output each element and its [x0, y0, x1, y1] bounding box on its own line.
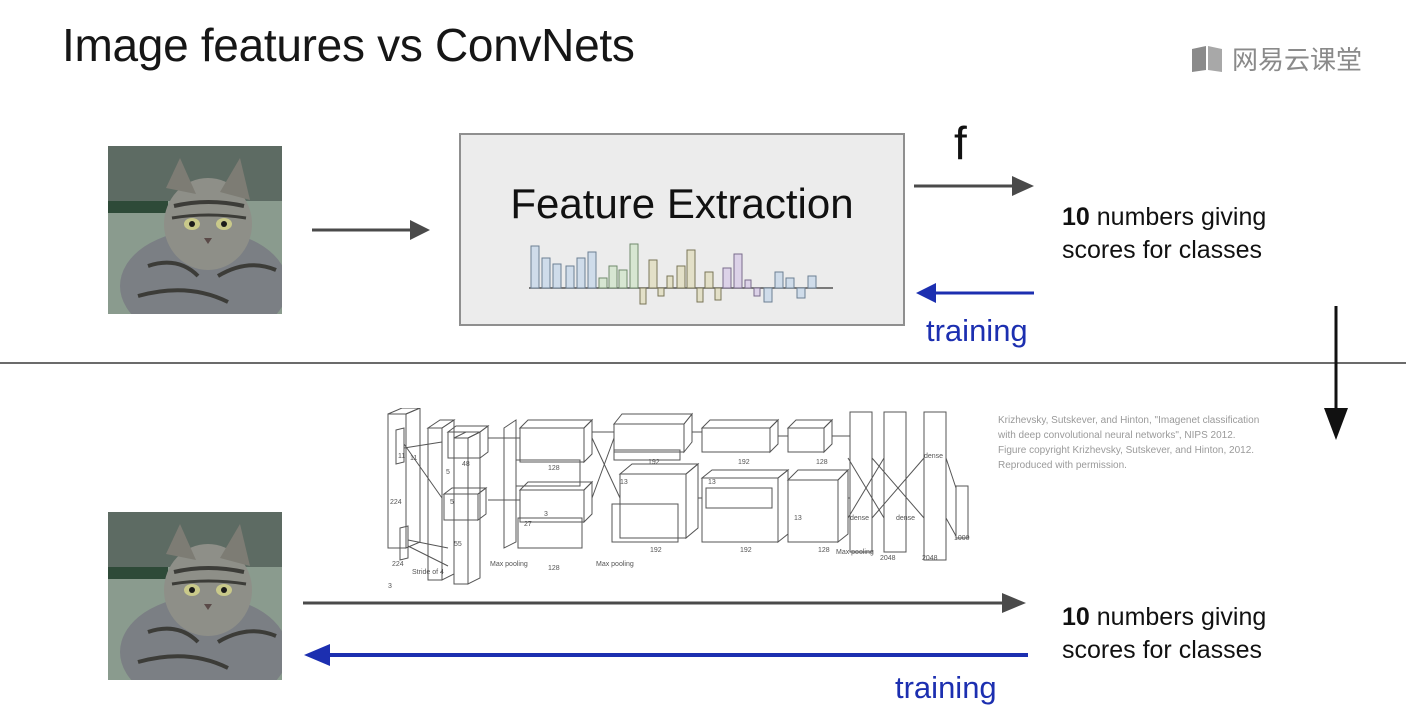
alexnet-label-55: 55	[454, 541, 462, 548]
section-divider	[0, 362, 1406, 364]
alexnet-label-2048-b: 2048	[922, 555, 938, 562]
alexnet-label-maxpool-a: Max pooling	[490, 561, 528, 568]
alexnet-label-11-b: 11	[410, 455, 417, 462]
watermark-text: 网易云课堂	[1232, 45, 1363, 75]
alexnet-label-13-c: 13	[794, 515, 802, 522]
citation-line: with deep convolutional neural networks"…	[998, 430, 1236, 441]
feature-histogram	[529, 243, 833, 305]
alexnet-label-2048-a: 2048	[880, 555, 896, 562]
alexnet-label-dense-c: dense	[896, 515, 915, 522]
alexnet-label-dense-a: dense	[924, 453, 943, 460]
scores-text-bottom: 10 numbers giving scores for classes	[1062, 601, 1266, 667]
cat-image-bottom	[108, 512, 282, 680]
scores-line1-top: numbers giving	[1089, 203, 1267, 231]
training-label-bottom: training	[895, 670, 997, 705]
alexnet-label-1000: 1000	[954, 535, 970, 542]
scores-text-top: 10 numbers giving scores for classes	[1062, 201, 1266, 267]
alexnet-label-224-b: 224	[392, 561, 404, 568]
arrow-convnet-forward	[303, 593, 1026, 613]
arrow-down	[1324, 306, 1348, 440]
alexnet-label-128-a: 128	[548, 465, 560, 472]
alexnet-label-128-c: 128	[548, 565, 560, 572]
slide-title: Image features vs ConvNets	[62, 19, 635, 71]
alexnet-architecture-figure: 224 224 11 11 5 5 3 3 48 128 192 192 128…	[387, 408, 970, 590]
feature-extraction-box: Feature Extraction	[459, 133, 905, 326]
alexnet-label-192-a: 192	[648, 459, 660, 466]
arrow-training-back-bottom	[304, 644, 1028, 666]
citation-line: Reproduced with permission.	[998, 460, 1127, 471]
alexnet-label-3-a: 3	[388, 583, 392, 590]
alexnet-label-5-a: 5	[446, 469, 450, 476]
alexnet-label-stride: Stride of 4	[412, 569, 444, 576]
scores-line2-bottom: scores for classes	[1062, 636, 1263, 664]
scores-count-bottom: 10	[1062, 603, 1090, 631]
scores-count-top: 10	[1062, 203, 1090, 231]
alexnet-label-224-a: 224	[390, 499, 402, 506]
citation-line: Krizhevsky, Sutskever, and Hinton, "Imag…	[998, 415, 1260, 426]
arrow-training-back-top	[916, 283, 1034, 303]
function-f-label: f	[954, 117, 967, 169]
alexnet-label-3-b: 3	[544, 511, 548, 518]
arrow-features-to-scores	[914, 176, 1034, 196]
alexnet-label-maxpool-c: Max pooling	[836, 549, 874, 556]
alexnet-label-11-a: 11	[398, 453, 405, 460]
alexnet-label-192-b: 192	[738, 459, 750, 466]
alexnet-label-48: 48	[462, 461, 470, 468]
citation-line: Figure copyright Krizhevsky, Sutskever, …	[998, 445, 1255, 456]
alexnet-label-13-b: 13	[708, 479, 716, 486]
scores-line1-bottom: numbers giving	[1089, 603, 1267, 631]
book-icon	[1192, 45, 1222, 72]
alexnet-label-192-c: 192	[650, 547, 662, 554]
alexnet-label-128-d: 128	[818, 547, 830, 554]
alexnet-label-27: 27	[524, 521, 532, 528]
figure-citation: Krizhevsky, Sutskever, and Hinton, "Imag…	[998, 413, 1298, 473]
alexnet-label-128-b: 128	[816, 459, 828, 466]
alexnet-label-dense-b: dense	[850, 515, 869, 522]
alexnet-label-5-b: 5	[450, 499, 454, 506]
training-label-top: training	[926, 313, 1028, 348]
alexnet-label-13-a: 13	[620, 479, 628, 486]
feature-extraction-label: Feature Extraction	[510, 180, 854, 227]
alexnet-label-maxpool-b: Max pooling	[596, 561, 634, 568]
arrow-image-to-features	[312, 220, 430, 240]
watermark: 网易云课堂	[1190, 40, 1362, 77]
scores-line2-top: scores for classes	[1062, 236, 1263, 264]
cat-image-top	[108, 146, 282, 314]
alexnet-label-192-d: 192	[740, 547, 752, 554]
